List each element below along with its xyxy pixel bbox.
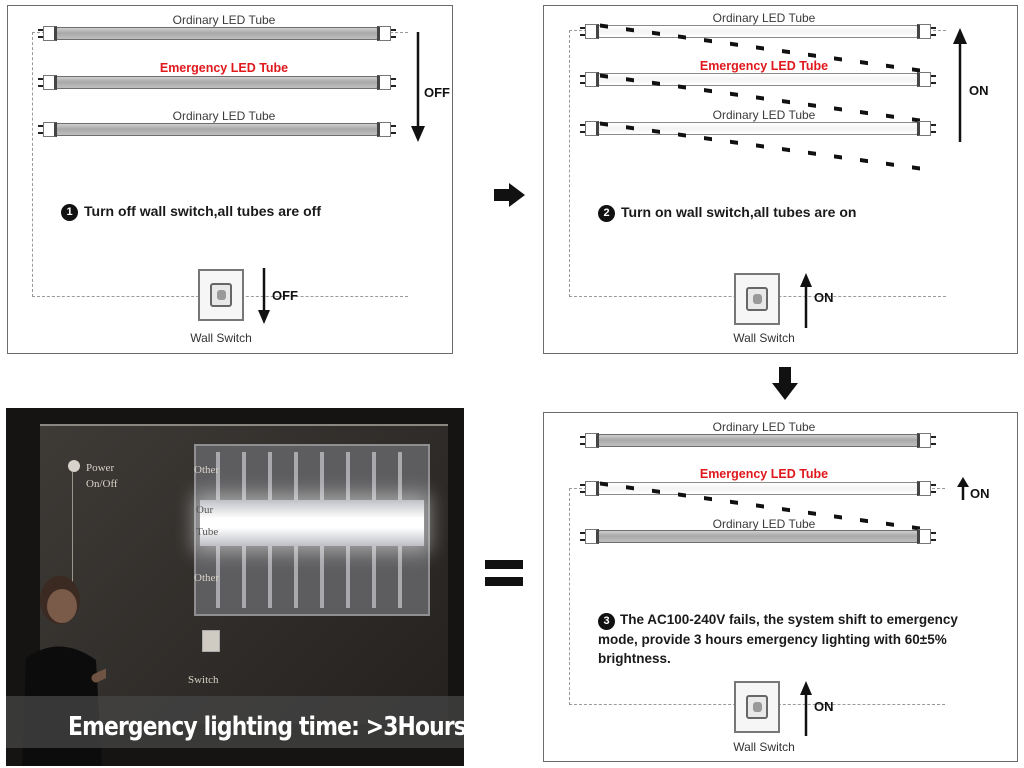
emergency-tube (580, 72, 936, 87)
tubes-state-label: ON (970, 486, 990, 501)
photo-switch-label: Switch (188, 674, 219, 686)
label-ordinary-tube-top: Ordinary LED Tube (172, 13, 276, 27)
light-fixture (194, 444, 430, 616)
panel-emergency-mode: Ordinary LED Tube Emergency LED Tube Ord… (543, 412, 1018, 762)
switch-down-arrow-icon (258, 268, 270, 324)
photo-caption: Emergency lighting time: >3Hours (68, 712, 464, 742)
label-emergency-tube: Emergency LED Tube (699, 467, 829, 481)
label-ordinary-tube-top: Ordinary LED Tube (712, 11, 816, 25)
switch-up-arrow-icon (800, 273, 812, 328)
ordinary-tube-top (580, 433, 936, 448)
switch-state-label: ON (814, 290, 834, 305)
wall-switch-icon (734, 273, 780, 325)
switch-state-label: ON (814, 699, 834, 714)
down-arrow-icon (772, 367, 798, 400)
demo-photo: Power On/Off Other Our Tube Other Switch… (6, 408, 464, 766)
wall-switch-icon (734, 681, 780, 733)
step-number: 2 (598, 205, 615, 222)
emergency-tube (38, 75, 396, 90)
caption-bar (6, 696, 464, 748)
right-arrow-icon (494, 183, 525, 207)
photo-power-label: Power (86, 462, 115, 474)
photo-our-label: Our (196, 504, 214, 516)
tubes-state-label: ON (969, 83, 989, 98)
wall-rail (40, 424, 448, 426)
cable (72, 472, 73, 592)
panel-all-on: Ordinary LED Tube Emergency LED Tube Ord… (543, 5, 1018, 354)
photo-switch-icon (202, 630, 220, 652)
label-ordinary-tube-bottom: Ordinary LED Tube (712, 108, 816, 122)
step-2-text: 2 Turn on wall switch,all tubes are on (598, 204, 856, 222)
switch-up-arrow-icon (800, 681, 812, 736)
equals-sign (485, 560, 523, 586)
step-description: Turn off wall switch,all tubes are off (84, 203, 321, 219)
step-1-text: 1 Turn off wall switch,all tubes are off (61, 203, 321, 221)
label-ordinary-tube-top: Ordinary LED Tube (712, 420, 816, 434)
label-ordinary-tube-bottom: Ordinary LED Tube (712, 517, 816, 531)
power-button-icon (68, 460, 80, 472)
lit-emergency-tube (200, 500, 424, 546)
photo-power-sub-label: On/Off (86, 478, 118, 490)
wall-switch-label: Wall Switch (733, 331, 795, 345)
photo-other-top-label: Other (194, 464, 220, 476)
label-emergency-tube: Emergency LED Tube (159, 61, 289, 75)
step-description: The AC100-240V fails, the system shift t… (598, 612, 958, 666)
ordinary-tube-bottom (580, 529, 936, 544)
label-ordinary-tube-bottom: Ordinary LED Tube (172, 109, 276, 123)
ordinary-tube-bottom (38, 122, 396, 137)
step-number: 1 (61, 204, 78, 221)
panel-all-off: Ordinary LED Tube Emergency LED Tube Ord… (7, 5, 453, 354)
step-description: Turn on wall switch,all tubes are on (621, 204, 857, 220)
up-arrow-icon (953, 28, 967, 142)
ordinary-tube-top (38, 26, 396, 41)
tubes-state-label: OFF (424, 85, 450, 100)
down-arrow-icon (411, 32, 425, 142)
wall-switch-icon (198, 269, 244, 321)
wall-switch-label: Wall Switch (733, 740, 795, 754)
photo-tube-label: Tube (196, 526, 219, 538)
switch-state-label: OFF (272, 288, 298, 303)
photo-other-bottom-label: Other (194, 572, 220, 584)
up-arrow-icon (957, 477, 969, 500)
wall-switch-label: Wall Switch (190, 331, 252, 345)
label-emergency-tube: Emergency LED Tube (699, 59, 829, 73)
step-number: 3 (598, 613, 615, 630)
